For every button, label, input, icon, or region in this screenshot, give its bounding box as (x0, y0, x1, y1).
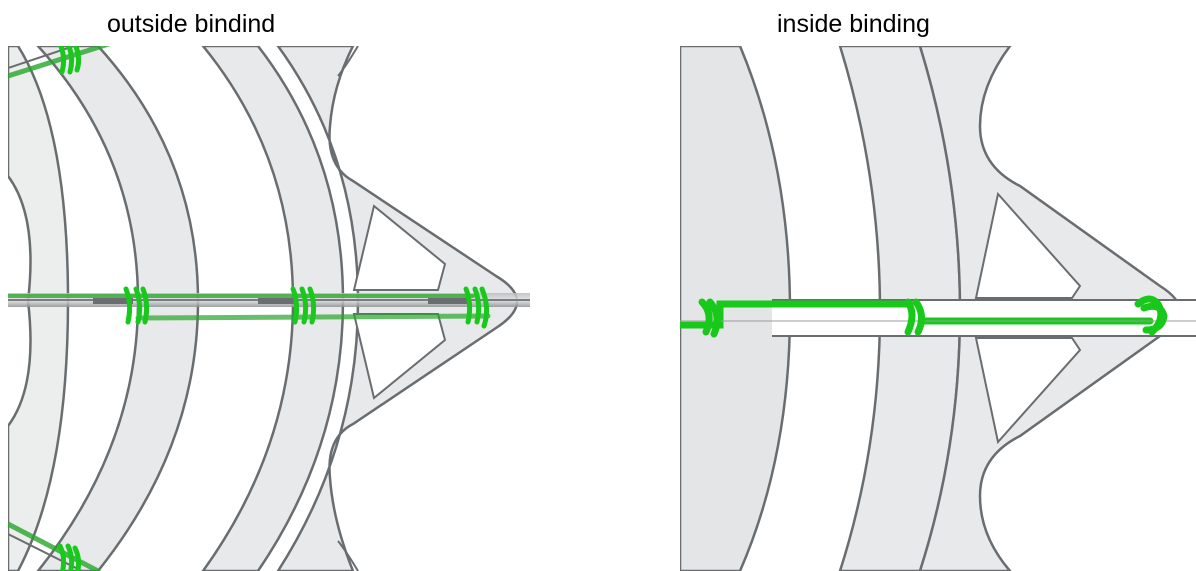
head-windows (974, 191, 1082, 445)
head-windows (352, 204, 447, 400)
knot-3 (1134, 295, 1168, 336)
knot-1 (123, 286, 150, 325)
knot-2 (290, 286, 317, 325)
inside-binding-illustration (680, 46, 1196, 571)
knot-bottom (57, 543, 82, 571)
acrylic-ribs (8, 46, 519, 571)
knot-3 (463, 286, 490, 329)
green-knots (698, 295, 1168, 338)
knot-top (58, 46, 82, 75)
inside-binding-render (680, 46, 1196, 571)
left-caption: outside bindind (107, 10, 276, 38)
outside-binding-render (8, 46, 532, 571)
knot-1 (698, 298, 721, 338)
outside-binding-illustration (8, 46, 530, 571)
green-knots (57, 46, 490, 571)
knot-2 (904, 298, 925, 336)
edge-marks (337, 46, 359, 571)
right-caption: inside binding (777, 10, 930, 38)
